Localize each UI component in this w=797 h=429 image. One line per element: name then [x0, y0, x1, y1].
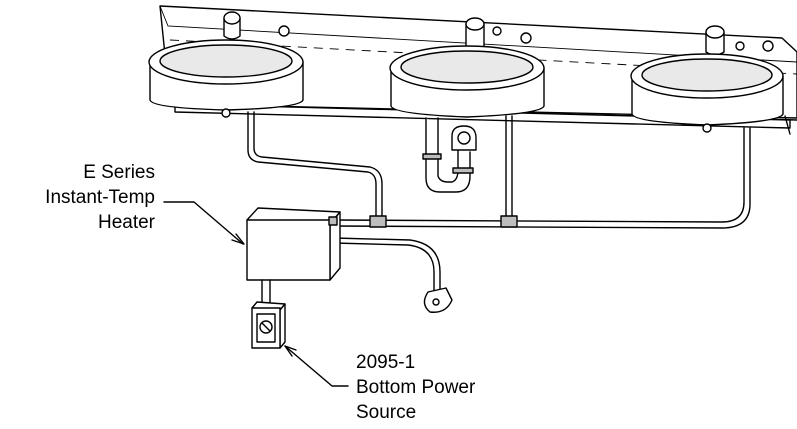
heater-callout: E Series Instant-Temp Heater — [0, 160, 155, 235]
p-trap — [422, 117, 477, 193]
basin-center — [389, 45, 545, 118]
faucet-left — [223, 11, 290, 40]
power-callout-line-3: Source — [356, 402, 417, 423]
power-callout-line-1: 2095-1 — [356, 352, 416, 373]
basin-left — [148, 39, 304, 118]
power-source-box — [251, 301, 286, 349]
heater-box — [246, 207, 341, 281]
power-source-callout: 2095-1 Bottom Power Source — [356, 350, 516, 425]
heater-callout-line-3: Heater — [97, 212, 155, 233]
heater-callout-line-2: Instant-Temp — [45, 187, 155, 208]
power-callout-line-2: Bottom Power — [356, 377, 476, 398]
basin-right — [630, 53, 784, 133]
heater-callout-line-1: E Series — [83, 162, 155, 183]
power-cord — [328, 235, 453, 313]
faucet-center — [465, 17, 532, 50]
leader-lines — [163, 201, 349, 387]
supply-tubing — [247, 111, 751, 229]
